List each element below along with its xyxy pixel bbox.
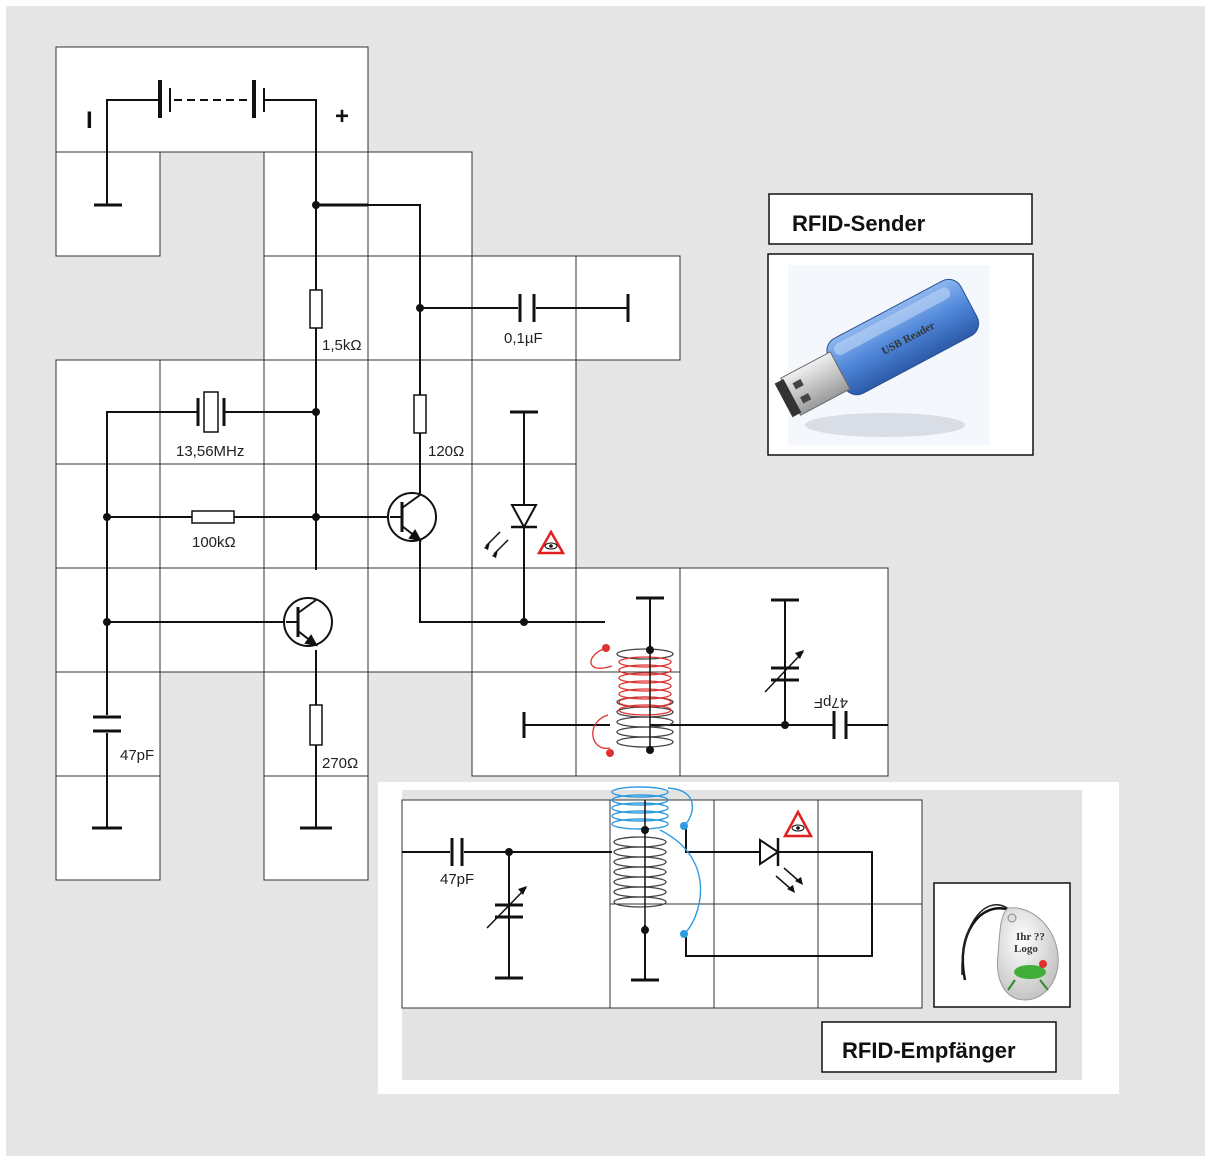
- battery-plus-label: +: [335, 103, 349, 130]
- resistor-270: [309, 704, 323, 746]
- led-receiver-icon: [759, 838, 803, 893]
- label-r-100k: 100kΩ: [192, 534, 236, 551]
- transistor-1-icon: [387, 492, 437, 542]
- variable-capacitor-sender-icon: [764, 650, 804, 693]
- sender-resistors: [191, 289, 427, 746]
- label-r-120: 120Ω: [428, 443, 464, 460]
- rfid-tag-keyfob-icon: Ihr ?? Logo: [961, 904, 1059, 1001]
- coil-sender-icon: [590, 644, 674, 757]
- label-c-tx-tank: 47pF: [814, 694, 848, 711]
- rfid-receiver-title-box: RFID-Empfänger: [821, 1021, 1057, 1073]
- resistor-100k: [191, 510, 235, 524]
- transistor-2-icon: [283, 597, 333, 647]
- label-c-osc: 47pF: [120, 747, 154, 764]
- tag-text-2: Logo: [1014, 943, 1038, 955]
- led-sender-icon: [484, 504, 538, 558]
- junction-dots: [103, 201, 789, 729]
- label-r-1k5: 1,5kΩ: [322, 337, 362, 354]
- capacitor-rx-tank: [450, 838, 464, 866]
- resistor-1k5: [309, 289, 323, 329]
- usb-stick-icon: USB Reader: [774, 278, 980, 437]
- label-c-rx-tank: 47pF: [440, 871, 474, 888]
- sender-wires: [92, 80, 888, 830]
- rfid-sender-title: RFID-Sender: [792, 211, 926, 236]
- rfid-sender-image: USB Reader: [767, 253, 1034, 456]
- tag-text-1: Ihr ??: [1016, 931, 1045, 943]
- resistor-120: [413, 394, 427, 434]
- rfid-receiver-title: RFID-Empfänger: [842, 1038, 1016, 1063]
- coil-receiver-icon: [611, 786, 702, 938]
- receiver-junction: [505, 848, 513, 856]
- crystal-icon: [190, 391, 232, 433]
- label-crystal: 13,56MHz: [176, 443, 244, 460]
- label-c-bypass: 0,1µF: [504, 330, 543, 347]
- rfid-sender-title-box: RFID-Sender: [768, 193, 1033, 245]
- receiver-wires: [402, 826, 873, 982]
- rfid-receiver-image: Ihr ?? Logo: [933, 882, 1071, 1008]
- capacitor-tx-tank: [832, 711, 848, 739]
- battery-minus-label: I: [86, 107, 93, 134]
- variable-capacitor-receiver-icon: [486, 886, 527, 929]
- warning-eye-icon: [536, 529, 566, 555]
- warning-eye-receiver-icon: [782, 809, 814, 838]
- capacitor-osc: [93, 715, 121, 733]
- label-r-270: 270Ω: [322, 755, 358, 772]
- capacitor-bypass: [518, 294, 536, 322]
